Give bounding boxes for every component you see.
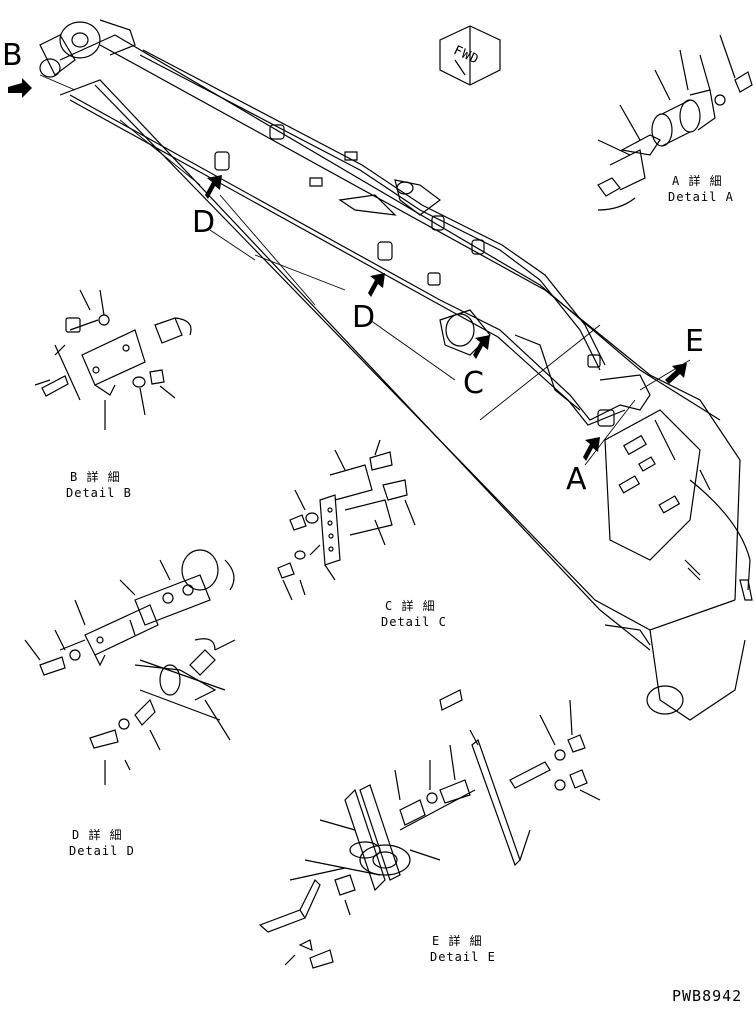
arrow-d2-icon — [368, 273, 385, 297]
detail-e-caption-en: Detail E — [430, 950, 496, 964]
callout-e: E — [685, 324, 704, 359]
callout-b: B — [2, 38, 23, 73]
detail-c-caption-en: Detail C — [381, 615, 447, 629]
detail-d-drawing — [25, 550, 235, 785]
arrow-c-icon — [473, 335, 490, 359]
hydraulic-lines — [70, 50, 650, 426]
arrow-a-icon — [583, 437, 600, 461]
detail-d-caption-jp: D 詳 細 — [72, 828, 123, 842]
callout-a: A — [566, 462, 587, 497]
fwd-arrow-icon — [440, 26, 500, 85]
detail-a-caption-en: Detail A — [668, 190, 734, 204]
detail-d-caption-en: Detail D — [69, 844, 135, 858]
boom-main — [40, 20, 745, 720]
callout-leaders — [40, 75, 690, 465]
detail-e-drawing — [260, 690, 600, 968]
arrow-e-icon — [665, 363, 687, 384]
callout-d-upper: D — [192, 205, 216, 240]
detail-c-drawing — [278, 440, 415, 600]
arrow-b-icon — [8, 78, 32, 98]
callout-arrows — [8, 78, 687, 461]
hose-connection-lines — [655, 420, 752, 600]
callout-d-lower: D — [352, 300, 376, 335]
callout-c: C — [463, 366, 484, 401]
detail-a-drawing — [598, 35, 752, 210]
detail-c-caption-jp: C 詳 細 — [385, 599, 436, 613]
detail-b-caption-en: Detail B — [66, 486, 132, 500]
detail-b-drawing — [35, 290, 191, 430]
detail-e-caption-jp: E 詳 細 — [432, 934, 483, 948]
arrow-d1-icon — [205, 175, 222, 199]
drawing-number: PWB8942 — [672, 987, 743, 1005]
detail-b-caption-jp: B 詳 細 — [70, 470, 121, 484]
detail-a-caption-jp: A 詳 細 — [672, 174, 723, 188]
